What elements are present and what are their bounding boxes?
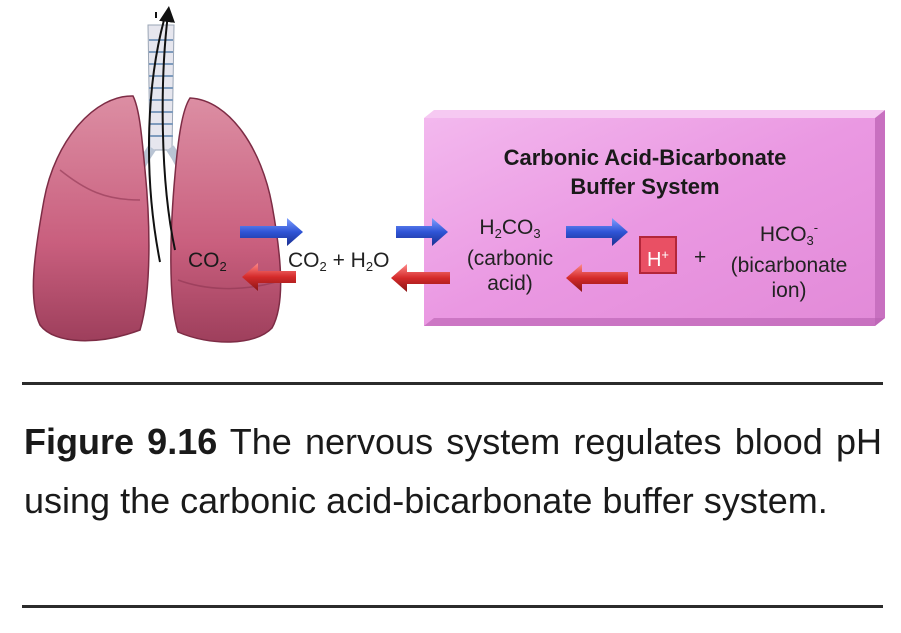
- figure-label: Figure 9.16: [24, 421, 218, 462]
- hydrogen-ion-box: H+: [639, 236, 677, 274]
- buffer-system-title: Carbonic Acid-Bicarbonate Buffer System: [503, 145, 787, 199]
- caption-bottom-rule: [22, 605, 883, 608]
- buffer-diagram: CO2 CO2 + H2O Carbonic Acid-Bicarbonate …: [32, 6, 885, 343]
- caption-top-rule: [22, 382, 883, 385]
- bicarbonate-ion-label: HCO3- (bicarbonate ion): [730, 220, 848, 302]
- co2-water-equation: CO2 + H2O: [288, 249, 390, 274]
- figure-caption-text: The nervous system regulates blood pH us…: [24, 421, 882, 521]
- reverse-arrow-icon: [242, 263, 628, 292]
- lungs-illustration: [32, 6, 282, 343]
- plus-sign: +: [694, 246, 707, 269]
- diagram-graphics: [32, 6, 885, 343]
- forward-arrow-icon: [240, 218, 628, 246]
- lung-co2-label: CO2: [188, 249, 227, 274]
- carbonic-acid-label: H2CO3 (carbonic acid): [466, 216, 554, 295]
- figure-caption: Figure 9.16 The nervous system regulates…: [24, 412, 882, 530]
- buffer-system-box: [424, 110, 885, 326]
